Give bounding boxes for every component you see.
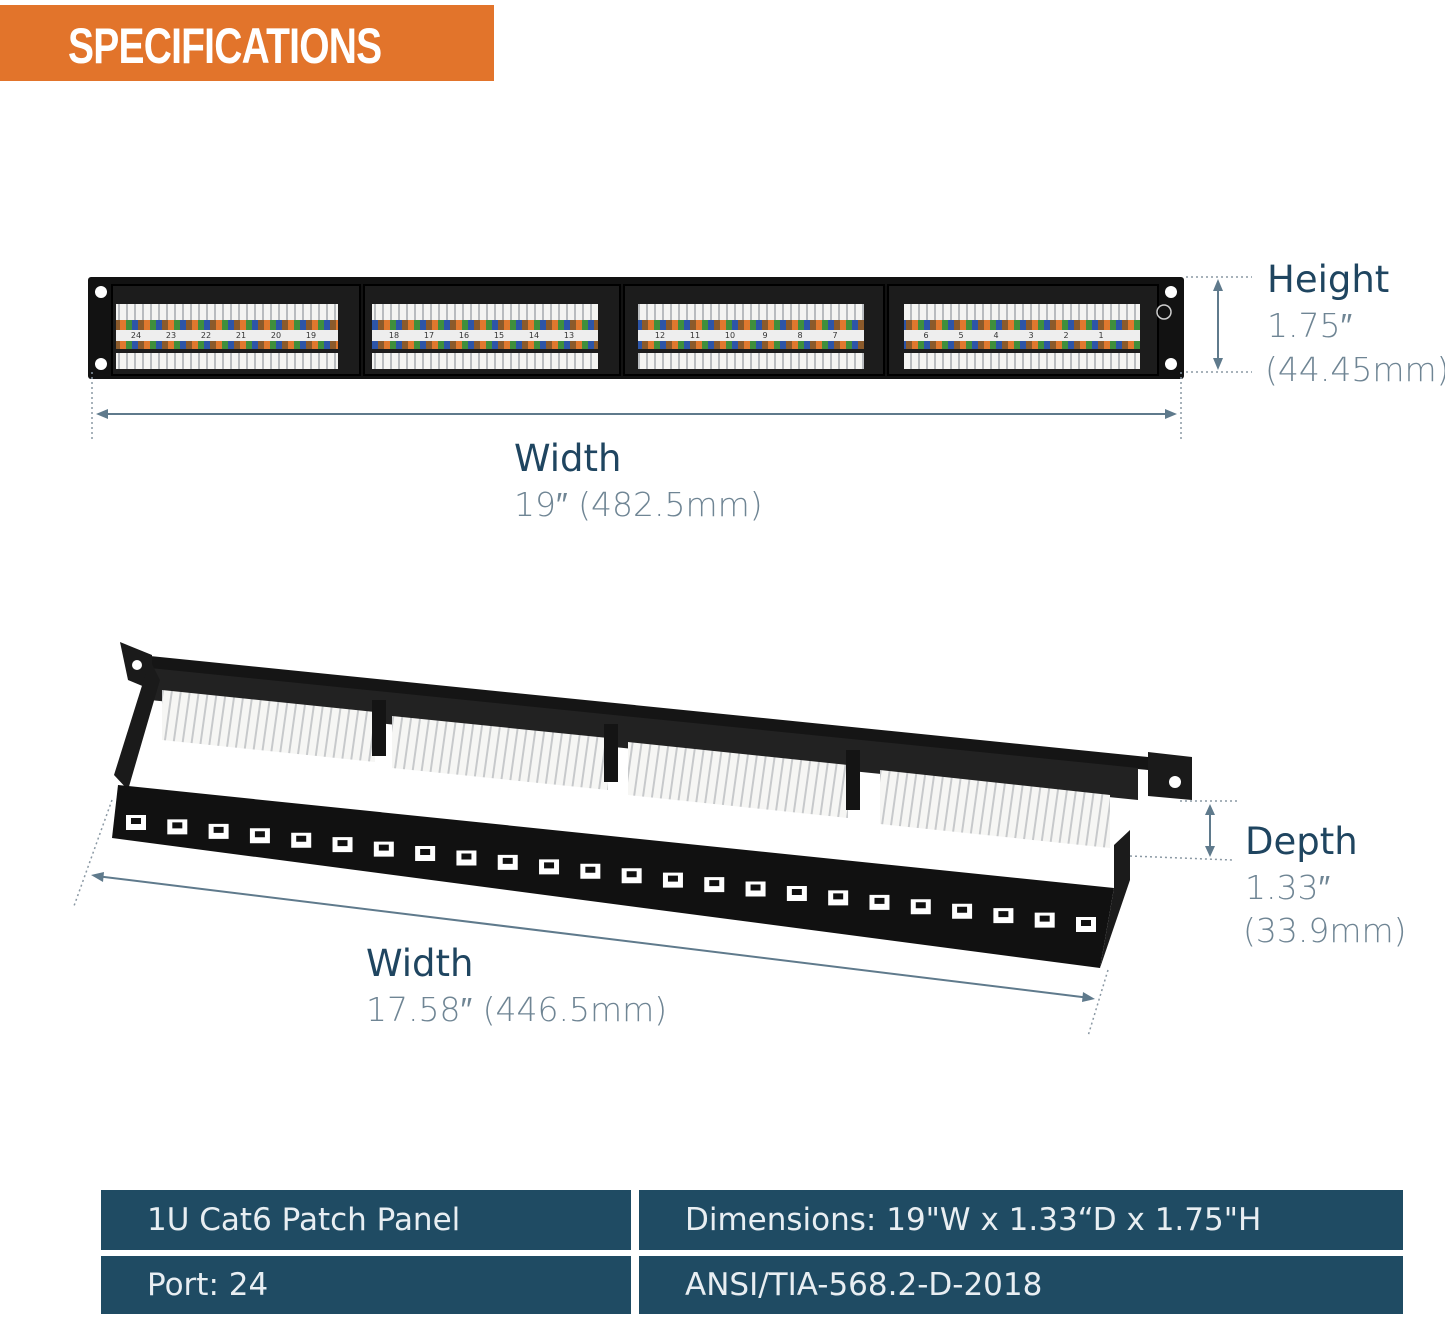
rear-arrowheads — [91, 804, 1215, 1002]
port-number-label: 2 — [1063, 331, 1068, 340]
module-3 — [623, 284, 885, 376]
depth-inches: 1.33″ — [1245, 868, 1331, 907]
mount-hole-icon — [132, 660, 142, 670]
front-dimension-lines — [91, 276, 1252, 442]
cable-tie-slot-icon — [249, 828, 270, 844]
front-width-label: Width — [514, 437, 622, 480]
cable-tie-slot-icon — [539, 859, 560, 875]
cable-tie-slot-icon — [952, 903, 973, 919]
port-number-label: 17 — [424, 331, 434, 340]
rear-dimension-lines — [73, 799, 1238, 1037]
cable-tie-slot-icon — [1034, 912, 1055, 928]
cable-tie-slot-icon — [745, 881, 766, 897]
module-2 — [363, 284, 621, 376]
cable-tie-slots — [126, 815, 1096, 932]
port-number-label: 21 — [236, 331, 246, 340]
port-number-label: 4 — [993, 331, 998, 340]
rear-width-value: 17.58″ (446.5mm) — [366, 990, 668, 1029]
specifications-banner: SPECIFICATIONS — [0, 5, 494, 81]
cable-tie-slot-icon — [415, 846, 436, 862]
cable-tie-slot-icon — [167, 819, 188, 835]
port-number-label: 13 — [564, 331, 574, 340]
cable-tie-slot-icon — [208, 823, 229, 839]
cable-tie-slot-icon — [910, 899, 931, 915]
cable-tie-slot-icon — [373, 841, 394, 857]
port-number-label: 5 — [958, 331, 963, 340]
depth-label: Depth — [1245, 820, 1358, 863]
spec-cell-dimensions: Dimensions: 19"W x 1.33“D x 1.75"H — [639, 1190, 1403, 1250]
spec-cell-product: 1U Cat6 Patch Panel — [101, 1190, 631, 1250]
cable-tie-slot-icon — [332, 837, 353, 853]
port-number-label: 22 — [201, 331, 211, 340]
rear-panel — [112, 642, 1192, 968]
port-number-label: 7 — [832, 331, 837, 340]
port-number-label: 19 — [306, 331, 316, 340]
port-number-label: 10 — [725, 331, 735, 340]
port-number-label: 6 — [923, 331, 928, 340]
mount-hole-icon — [95, 286, 107, 298]
height-mm: (44.45mm) — [1265, 350, 1445, 389]
cable-tie-slot-icon — [704, 877, 725, 893]
mount-hole-icon — [1165, 286, 1177, 298]
port-number-label: 15 — [494, 331, 504, 340]
depth-mm: (33.9mm) — [1243, 911, 1407, 950]
port-number-label: 18 — [389, 331, 399, 340]
port-number-label: 16 — [459, 331, 469, 340]
cable-tie-slot-icon — [869, 894, 890, 910]
cable-tie-slot-icon — [1076, 917, 1096, 932]
ul-mark-icon — [1156, 304, 1172, 320]
port-number-label: 9 — [762, 331, 767, 340]
port-number-label: 11 — [690, 331, 700, 340]
port-number-label: 24 — [131, 331, 141, 340]
port-number-label: 3 — [1028, 331, 1033, 340]
cable-tie-slot-icon — [126, 815, 146, 830]
mount-hole-icon — [95, 358, 107, 370]
cable-tie-slot-icon — [993, 908, 1014, 924]
front-width-value: 19″ (482.5mm) — [514, 485, 763, 524]
banner-title: SPECIFICATIONS — [68, 18, 382, 74]
mount-hole-icon — [1169, 776, 1181, 788]
height-label: Height — [1267, 258, 1390, 301]
cable-tie-slot-icon — [828, 890, 849, 906]
port-number-label: 20 — [271, 331, 281, 340]
rear-width-label: Width — [366, 942, 474, 985]
module-4 — [887, 284, 1172, 376]
port-number-label: 8 — [797, 331, 802, 340]
port-number-label: 23 — [166, 331, 176, 340]
port-number-label: 14 — [529, 331, 539, 340]
module-1 — [111, 284, 361, 376]
cable-tie-slot-icon — [497, 854, 518, 870]
front-arrowheads — [96, 279, 1223, 419]
height-inches: 1.75″ — [1267, 306, 1353, 345]
cable-tie-slot-icon — [662, 872, 683, 888]
cable-tie-slot-icon — [580, 863, 601, 879]
cable-tie-slot-icon — [456, 850, 477, 866]
mount-hole-icon — [1165, 358, 1177, 370]
port-number-label: 1 — [1098, 331, 1103, 340]
cable-tie-slot-icon — [786, 885, 807, 901]
spec-cell-ports: Port: 24 — [101, 1256, 631, 1314]
port-number-label: 12 — [655, 331, 665, 340]
cable-tie-slot-icon — [291, 832, 312, 848]
spec-cell-standard: ANSI/TIA-568.2-D-2018 — [639, 1256, 1403, 1314]
cable-tie-slot-icon — [621, 868, 642, 884]
